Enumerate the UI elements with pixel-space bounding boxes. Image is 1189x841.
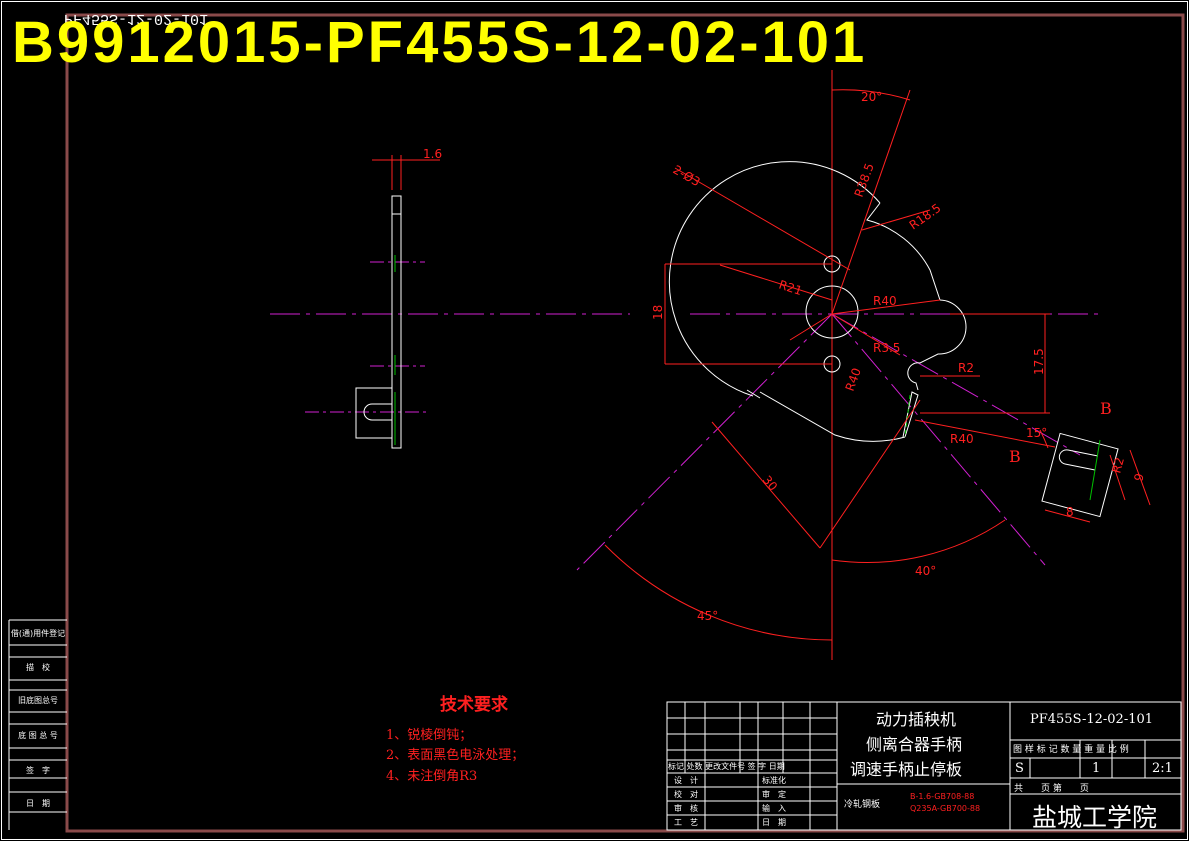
side-cell-5: 签 字 xyxy=(26,766,50,775)
role-date: 日 期 xyxy=(762,818,786,827)
role-approve: 审 定 xyxy=(762,790,786,799)
drawing-number: PF455S-12-02-101 xyxy=(1030,712,1154,727)
dim-9: 9 xyxy=(1131,472,1147,483)
tech-note-2: 2、表面黑色电泳处理； xyxy=(386,748,525,763)
material-spec-1: B-1.6-GB708-88 xyxy=(910,792,975,801)
dim-thickness: 1.6 xyxy=(423,147,442,161)
rev-header: 标记 处数 更改文件号 签 字 日期 xyxy=(668,762,785,771)
dim-18: 18 xyxy=(651,305,665,320)
role-standard: 标准化 xyxy=(762,776,786,785)
scale: 2:1 xyxy=(1152,761,1173,776)
title-block-grid xyxy=(8,619,1182,831)
dim-r38: R38.5 xyxy=(852,161,877,199)
dim-r35: R3.5 xyxy=(873,341,900,355)
tech-note-1: 1、锐棱倒钝； xyxy=(386,728,473,743)
role-check: 校 对 xyxy=(674,790,698,799)
role-design: 设 计 xyxy=(674,776,698,785)
dim-r21: R21 xyxy=(777,278,804,299)
section-b1: B xyxy=(1100,399,1112,418)
material-spec-2: Q235A-GB700-88 xyxy=(910,804,981,813)
tech-note-3: 4、未注倒角R3 xyxy=(386,769,478,784)
material-label: 冷轧钢板 xyxy=(844,800,881,810)
dim-a15: 15° xyxy=(1026,426,1047,440)
side-cell-6: 日 期 xyxy=(26,799,50,808)
dim-30: 30 xyxy=(760,473,781,494)
dim-r18: R18.5 xyxy=(907,201,944,233)
side-cell-3: 旧底图总号 xyxy=(18,696,58,705)
role-review: 审 核 xyxy=(674,804,698,813)
title-overlay: B9912015-PF455S-12-02-101 xyxy=(12,10,868,75)
dim-a45: 45° xyxy=(697,609,718,623)
side-cell-1: 借(通)用件登记 xyxy=(10,629,66,638)
part-name-line2: 侧离合器手柄 xyxy=(866,735,963,754)
dim-r40c: R40 xyxy=(950,432,974,446)
header-cols: 图 样 标 记 数 量 重 量 比 例 xyxy=(1013,745,1129,755)
dim-175: 17.5 xyxy=(1032,348,1046,375)
part-name-line1: 动力插秧机 xyxy=(876,710,957,729)
sheet-mark: S xyxy=(1015,761,1024,776)
part-name-line3: 调速手柄止停板 xyxy=(850,760,963,779)
role-process: 工 艺 xyxy=(674,818,698,827)
inner-border xyxy=(65,13,1185,833)
tech-requirements-heading: 技术要求 xyxy=(440,695,508,715)
dim-a20: 20° xyxy=(861,90,882,104)
dim-8: 8 xyxy=(1066,505,1074,519)
dim-hole: 2-Ø3 xyxy=(671,162,703,189)
dim-r40a: R40 xyxy=(873,294,897,308)
dim-r2: R2 xyxy=(958,361,974,375)
section-b2: B xyxy=(1009,447,1021,466)
dim-a40: 40° xyxy=(915,564,936,578)
main-view xyxy=(576,70,1151,660)
dim-slot: R2 xyxy=(1109,456,1127,475)
side-cell-4: 底 图 总 号 xyxy=(18,731,58,740)
side-cell-2: 描 校 xyxy=(26,663,50,672)
dim-r40b: R40 xyxy=(843,366,864,393)
quantity: 1 xyxy=(1092,761,1101,776)
school-name: 盐城工学院 xyxy=(1032,803,1158,832)
sheet-count: 共 页 第 页 xyxy=(1014,784,1089,794)
side-view xyxy=(270,155,630,449)
role-input: 输 入 xyxy=(762,804,786,813)
